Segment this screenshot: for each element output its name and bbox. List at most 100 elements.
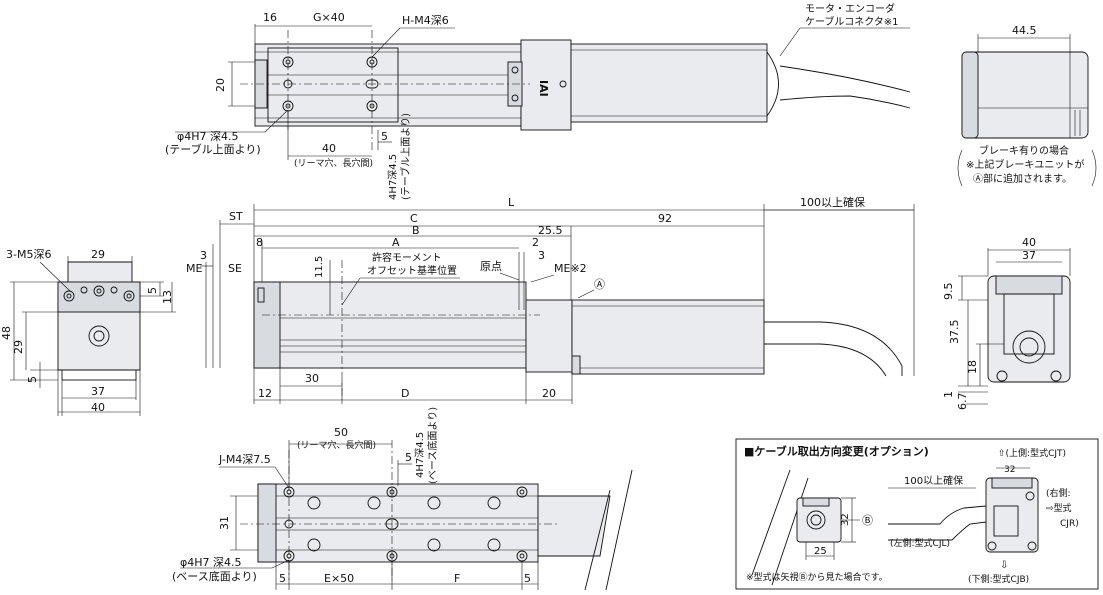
side-dim-11-5: 11.5	[314, 256, 325, 278]
brake-note-2: ※上記ブレーキユニットが	[966, 158, 1084, 171]
front-label-3m5: 3-M5深6	[6, 248, 51, 261]
rear-dim-18: 18	[966, 360, 979, 374]
rear-dim-6-7: 6.7	[956, 393, 969, 411]
side-dim-3a: 3	[200, 249, 207, 262]
brake-body	[961, 51, 1089, 139]
side-dim-B: B	[412, 224, 420, 237]
connector-label-1: モータ・エンコーダ	[805, 2, 895, 15]
top-label-phi4-sub: (テーブル上面より)	[165, 142, 261, 156]
cable-label-right-1: (右側:	[1046, 487, 1071, 499]
side-dim-30: 30	[305, 372, 319, 385]
cable-label-right-2: ⇨型式	[1046, 502, 1072, 514]
side-dim-C: C	[410, 212, 418, 225]
brake-view: 44.5 ブレーキ有りの場合 ※上記ブレーキユニットが Ⓐ部に追加されます。	[957, 24, 1097, 187]
cable-footnote: ※型式は矢視Ⓑから見た場合です。	[746, 571, 888, 583]
top-note-reamer: (リーマ穴、長穴間)	[294, 157, 373, 169]
side-label-origin: 原点	[480, 260, 502, 273]
side-label-moment1: 許容モーメント	[372, 251, 442, 264]
side-dim-A: A	[392, 236, 400, 249]
side-dim-20: 20	[542, 387, 556, 400]
cable-option-box: ■ケーブル取出方向変更(オプション) 32 25 Ⓑ 100以上確保 32 ⇧(…	[735, 438, 1099, 590]
top-view-coupling	[520, 39, 572, 131]
side-dim-100: 100以上確保	[800, 195, 865, 209]
bottom-label-phi4: φ4H7 深4.5	[180, 556, 242, 569]
front-dim-13: 13	[161, 290, 174, 304]
front-dim-37: 37	[91, 385, 105, 398]
side-dim-2: 2	[532, 236, 539, 249]
top-view: IAI 16 G×40 H-M4深6 20	[165, 2, 911, 200]
bottom-dim-ex50: E×50	[324, 572, 354, 585]
side-dim-st: ST	[229, 210, 243, 223]
front-dim-29w: 29	[91, 248, 105, 261]
bottom-dim-50: 50	[334, 426, 348, 439]
rear-dim-40: 40	[1022, 236, 1036, 249]
top-label-4h7: 4H7深4.5	[387, 154, 399, 200]
front-view: 29 3-M5深6 5 13 48 29 5 37 40	[0, 248, 176, 416]
side-dim-se: SE	[228, 262, 242, 275]
connector-label-2: ケーブルコネクタ※1	[805, 15, 899, 28]
rear-dim-37: 37	[1022, 249, 1036, 262]
rear-view: 40 37 9.5 37.5 18 1 6.7	[942, 236, 1071, 411]
brake-note-3: Ⓐ部に追加されます。	[973, 172, 1072, 185]
side-dim-92: 92	[658, 212, 672, 225]
top-label-hm4: H-M4深6	[402, 14, 449, 27]
top-label-4h7-sub: (テーブル上面より)	[399, 113, 412, 200]
side-label-me2: ME※2	[554, 262, 587, 275]
front-dim-5: 5	[146, 287, 159, 294]
bottom-label-phi4-sub: (ベース底面より)	[172, 569, 257, 583]
cable-label-up: ⇧(上側:型式CJT)	[998, 447, 1066, 459]
rear-dim-9-5: 9.5	[942, 283, 955, 301]
front-dim-40: 40	[91, 401, 105, 414]
bottom-dim-31: 31	[218, 516, 231, 530]
top-dim-5: 5	[381, 130, 388, 143]
cable-dim-100: 100以上確保	[904, 474, 963, 487]
cable-box-title: ■ケーブル取出方向変更(オプション)	[744, 444, 929, 458]
cable-label-down: (下側:型式CJB)	[968, 573, 1029, 585]
bottom-dim-F: F	[454, 572, 460, 585]
cable-dim-32b: 32	[1004, 465, 1015, 475]
top-view-body	[254, 43, 522, 127]
brake-dim-44-5: 44.5	[1012, 24, 1037, 37]
cable-label-right-3: CJR)	[1060, 519, 1079, 529]
top-dim-40: 40	[322, 142, 336, 155]
rear-dim-37-5: 37.5	[948, 320, 961, 345]
cable-box-frame	[735, 438, 1099, 590]
bottom-dim-5a: 5	[405, 451, 412, 464]
front-dim-48: 48	[0, 326, 13, 340]
side-dim-3b: 3	[538, 249, 545, 262]
bottom-dim-5c: 5	[524, 572, 531, 585]
front-body	[57, 261, 141, 371]
side-view: ST L C 92 B 25.5 8 A 2 3 3 ME SE 11.5 許容…	[186, 195, 915, 404]
bottom-label-4h7: 4H7深4.5	[414, 432, 426, 478]
top-dim-16: 16	[263, 11, 277, 24]
top-label-phi4: φ4H7 深4.5	[177, 130, 239, 143]
rear-dim-1: 1	[942, 391, 955, 398]
side-label-A: Ⓐ	[594, 278, 605, 291]
bottom-label-4h7-sub: (ベース底面より)	[426, 407, 439, 484]
bottom-note-reamer: (リーマ穴、長穴間)	[297, 439, 376, 451]
cable-dim-25: 25	[814, 546, 827, 557]
bottom-view: 50 (リーマ穴、長穴間) J-M4深7.5 5 4H7深4.5 (ベース底面よ…	[172, 407, 633, 591]
cable-label-B: Ⓑ	[862, 514, 873, 527]
top-dim-gx40: G×40	[313, 11, 345, 24]
cable-arrow-down: ⇩	[1000, 560, 1008, 571]
iai-logo: IAI	[537, 80, 550, 97]
side-dim-D: D	[401, 387, 409, 400]
side-dim-8: 8	[256, 236, 263, 249]
brake-note-1: ブレーキ有りの場合	[979, 144, 1069, 157]
cable-dim-32a: 32	[840, 513, 851, 526]
side-dim-me: ME	[186, 262, 202, 275]
side-dim-12: 12	[258, 387, 272, 400]
side-body	[253, 281, 527, 369]
side-label-moment2: オフセット基準位置	[367, 264, 457, 277]
side-dim-25-5: 25.5	[538, 224, 563, 237]
front-dim-29h: 29	[12, 340, 25, 354]
side-coupling	[525, 299, 573, 373]
cable-label-left: (左側:型式CJL)	[890, 537, 950, 549]
bottom-dim-5b: 5	[279, 572, 286, 585]
front-dim-5b: 5	[26, 376, 39, 383]
top-dim-20: 20	[214, 78, 227, 92]
side-dim-L: L	[508, 196, 515, 209]
